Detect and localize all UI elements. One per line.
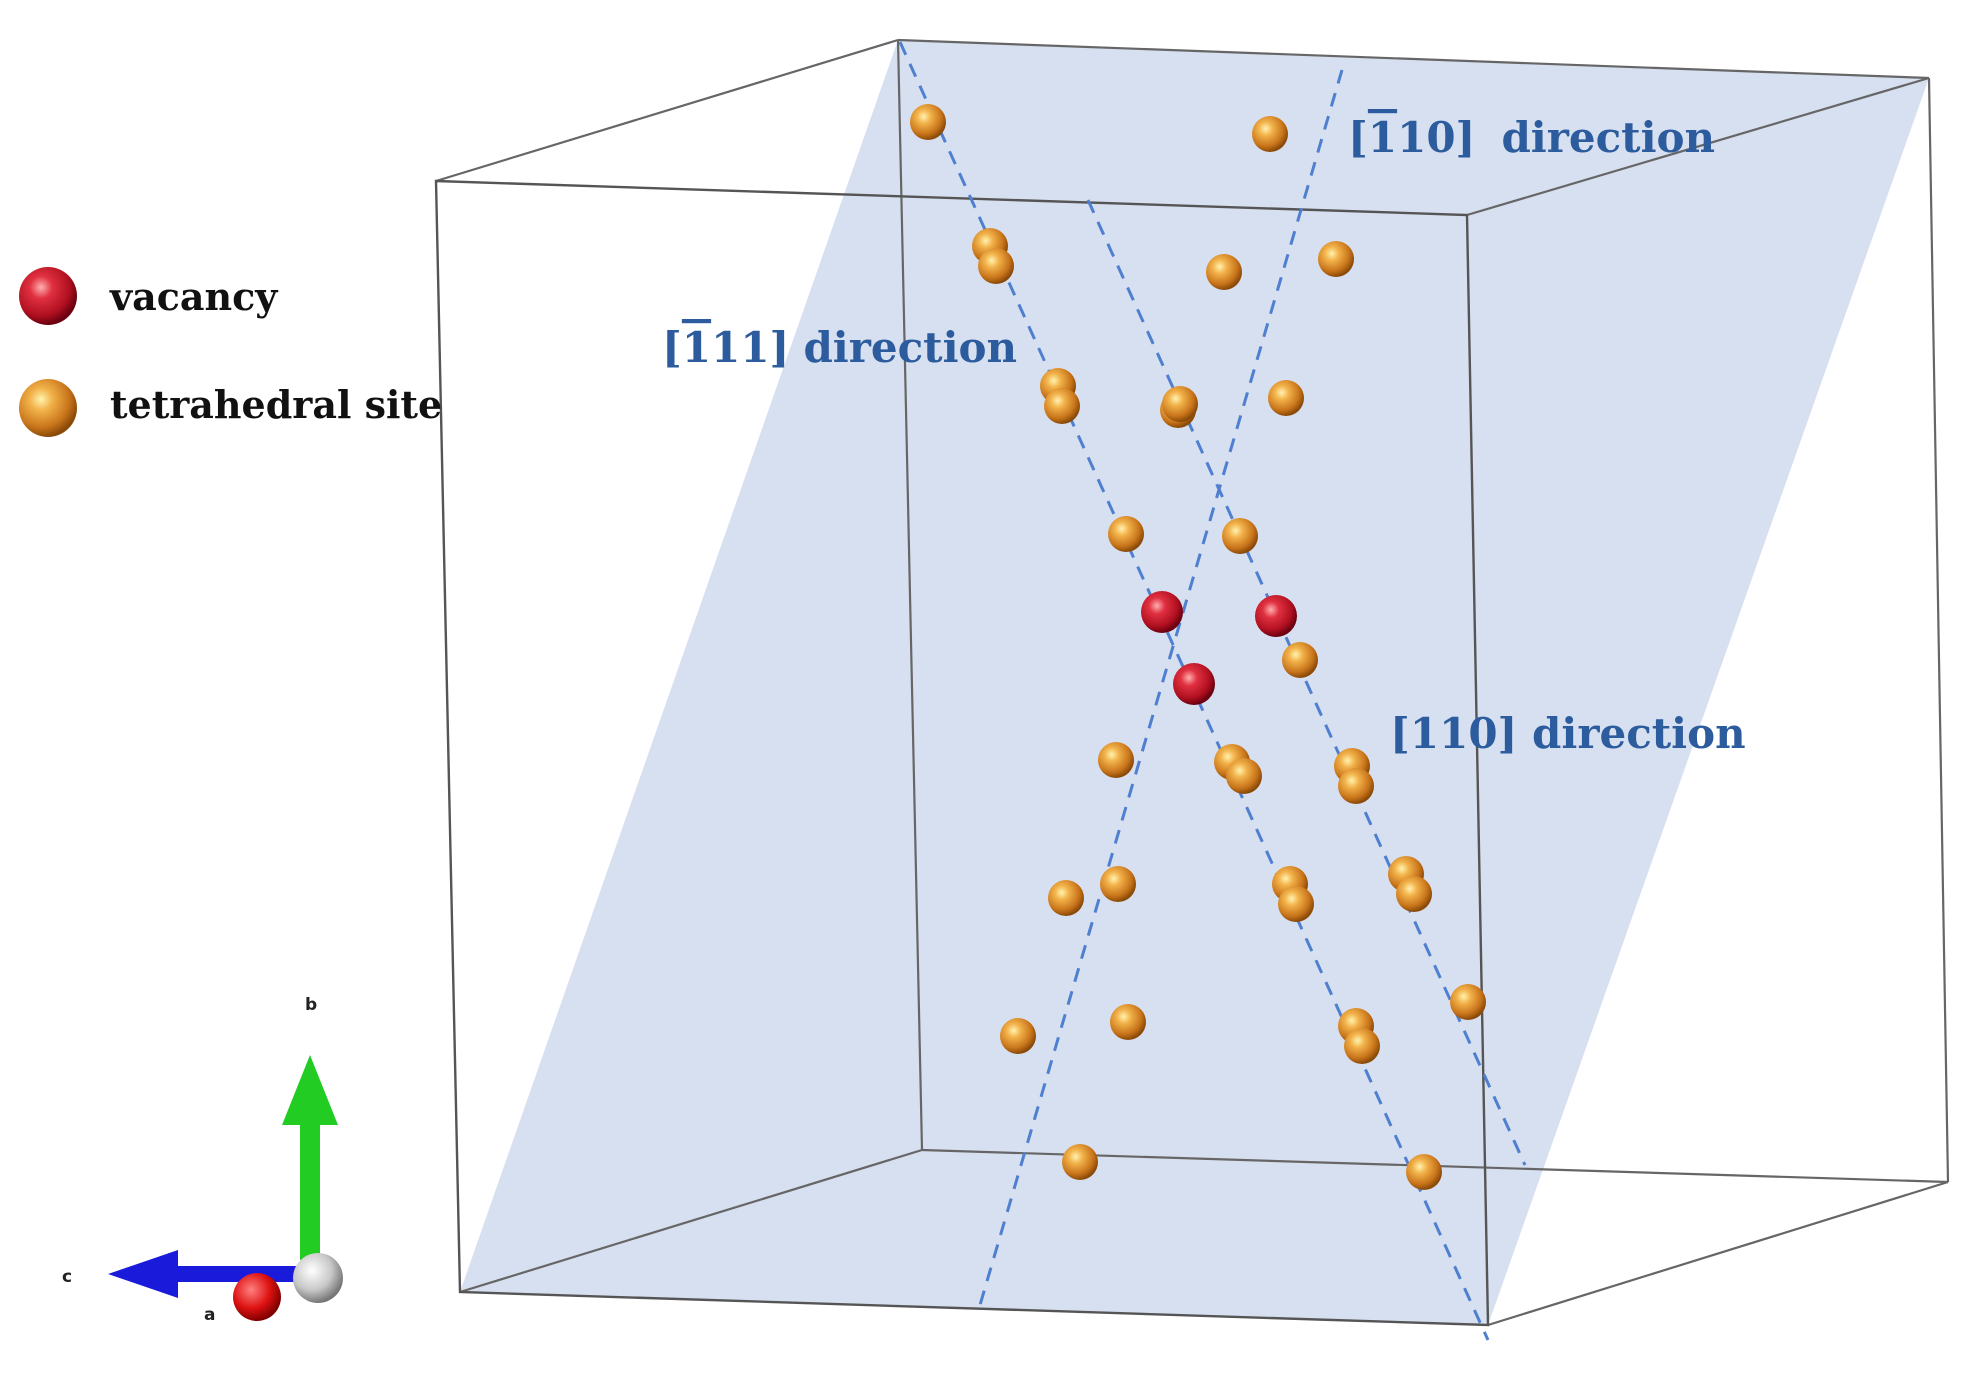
- tetrahedral-site: [1222, 518, 1258, 554]
- tetrahedral-site: [1338, 768, 1374, 804]
- tetrahedral-site: [1406, 1154, 1442, 1190]
- label-111bar-direction: [111]direction: [662, 323, 1017, 372]
- vacancy-sites: [1141, 591, 1297, 705]
- vacancy-site: [1255, 595, 1297, 637]
- tetrahedral-site: [1044, 388, 1080, 424]
- tetrahedral-site: [910, 104, 946, 140]
- cell-front-edges: [434, 179, 1490, 1327]
- legend-vacancy-marker: [19, 267, 77, 325]
- legend: vacancy tetrahedral site: [19, 267, 442, 437]
- tetrahedral-sites: [910, 104, 1486, 1190]
- tetrahedral-site: [1100, 866, 1136, 902]
- axis-b-shaft: [300, 1120, 320, 1260]
- vacancy-site: [1141, 591, 1183, 633]
- vacancy-site: [1173, 663, 1215, 705]
- tetrahedral-site: [1000, 1018, 1036, 1054]
- axis-label-c: c: [62, 1267, 72, 1287]
- tetrahedral-site: [1098, 742, 1134, 778]
- legend-tetrahedral-label: tetrahedral site: [110, 382, 442, 427]
- axis-triad: b c a: [62, 995, 343, 1325]
- tetrahedral-site: [1162, 386, 1198, 422]
- dashed-direction-lines: [898, 41, 1527, 1341]
- axis-origin-sphere: [293, 1253, 343, 1303]
- tetrahedral-site: [1282, 642, 1318, 678]
- cell-side-edges: [435, 38, 1949, 1327]
- axis-label-b: b: [305, 995, 317, 1015]
- label-110bar-direction: [110]direction: [1348, 113, 1715, 162]
- legend-tetrahedral-marker: [19, 379, 77, 437]
- tetrahedral-site: [1226, 758, 1262, 794]
- axis-c-shaft: [165, 1266, 315, 1282]
- tetrahedral-site: [1206, 254, 1242, 290]
- tetrahedral-site: [1110, 1004, 1146, 1040]
- axis-a-sphere: [233, 1273, 281, 1321]
- tetrahedral-site: [1396, 876, 1432, 912]
- tetrahedral-site: [1048, 880, 1084, 916]
- tetrahedral-site: [1318, 241, 1354, 277]
- tetrahedral-site: [978, 248, 1014, 284]
- tetrahedral-site: [1108, 516, 1144, 552]
- dashed-line-111bar: [898, 41, 1490, 1341]
- legend-vacancy-label: vacancy: [109, 274, 278, 319]
- tetrahedral-site: [1252, 116, 1288, 152]
- axis-label-a: a: [204, 1305, 215, 1325]
- tetrahedral-site: [1062, 1144, 1098, 1180]
- tetrahedral-site: [1344, 1028, 1380, 1064]
- label-110-direction: [110] direction: [1390, 709, 1746, 758]
- axis-b-arrowhead: [282, 1055, 338, 1125]
- tetrahedral-site: [1278, 886, 1314, 922]
- tetrahedral-site: [1450, 984, 1486, 1020]
- axis-c-arrowhead: [108, 1250, 178, 1298]
- dashed-line-110: [1086, 199, 1527, 1166]
- tetrahedral-site: [1268, 380, 1304, 416]
